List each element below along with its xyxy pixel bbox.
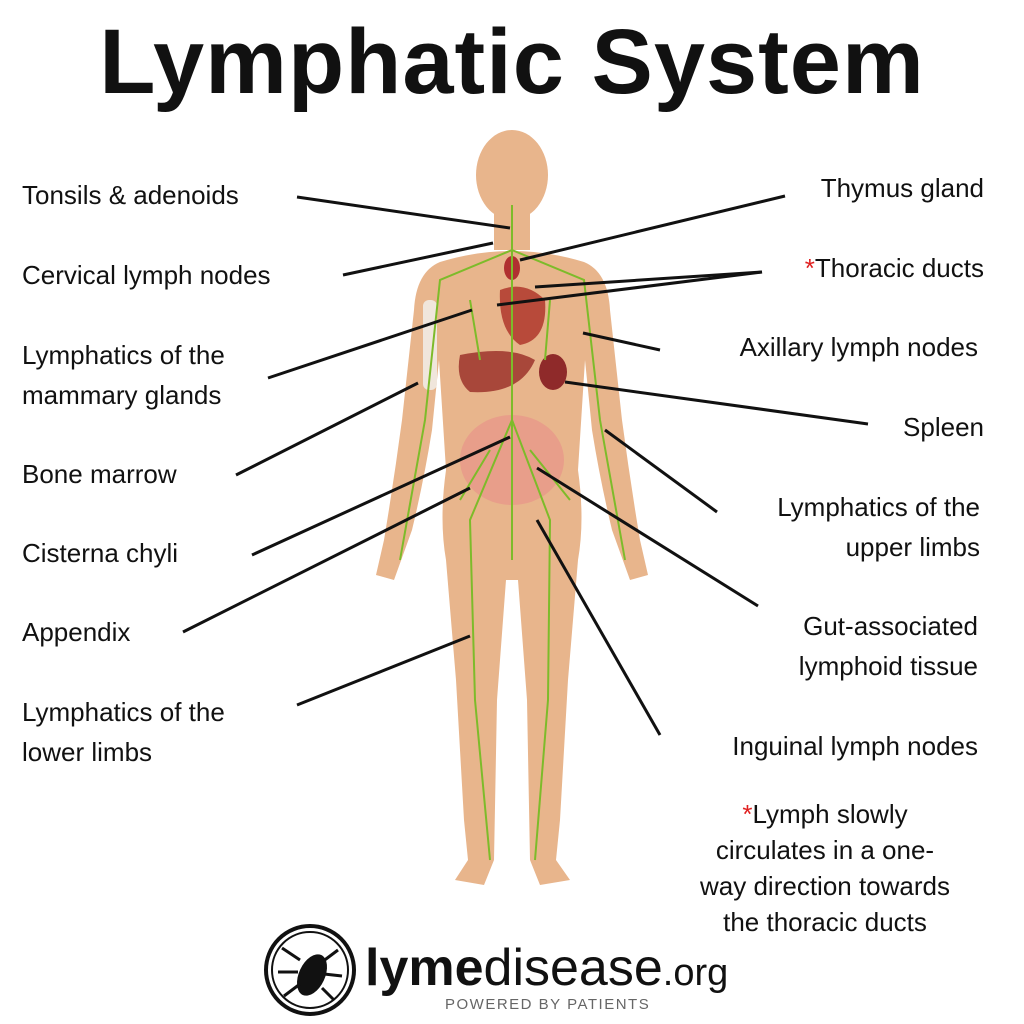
- liver-shape: [458, 351, 535, 393]
- label-bone-marrow: Bone marrow: [22, 459, 177, 489]
- page-title: Lymphatic System: [99, 11, 925, 113]
- line-gut: [536, 466, 759, 608]
- footnote-text: Lymph slowly: [752, 799, 908, 829]
- tick-logo-icon: [264, 924, 356, 1016]
- logo: lymedisease.org: [365, 940, 728, 1001]
- line-lower-limbs: [296, 634, 471, 707]
- logo-tld: .org: [662, 952, 729, 994]
- label-axillary: Axillary lymph nodes: [739, 332, 978, 362]
- line-cisterna: [251, 435, 511, 557]
- line-thymus: [519, 194, 786, 262]
- line-bone-marrow: [235, 381, 419, 477]
- label-spleen: Spleen: [903, 412, 984, 442]
- line-thoracic-1: [534, 270, 763, 289]
- label-lower-line1: Lymphatics of the: [22, 697, 225, 727]
- label-cervical: Cervical lymph nodes: [22, 260, 271, 290]
- line-inguinal: [535, 519, 662, 736]
- logo-tagline: POWERED BY PATIENTS: [445, 996, 651, 1013]
- label-thoracic: *Thoracic ducts: [805, 248, 984, 288]
- logo-light: disease: [483, 939, 663, 997]
- footnote-line4: the thoracic ducts: [723, 907, 927, 937]
- body-silhouette: [376, 130, 648, 885]
- label-gut: Gut-associated lymphoid tissue: [799, 606, 978, 686]
- label-lower-line2: lower limbs: [22, 737, 153, 767]
- label-upper-line2: upper limbs: [845, 532, 980, 562]
- leader-lines: [182, 194, 869, 736]
- line-thoracic-2: [496, 270, 763, 307]
- spleen-shape: [539, 354, 567, 390]
- line-mammary: [267, 308, 473, 380]
- line-appendix: [182, 486, 471, 634]
- label-thoracic-text: Thoracic ducts: [814, 253, 984, 283]
- label-lower-limbs: Lymphatics of the lower limbs: [22, 692, 225, 772]
- line-axillary: [582, 331, 661, 352]
- asterisk: *: [742, 799, 753, 829]
- footnote-line2: circulates in a one-: [715, 835, 935, 865]
- asterisk: *: [804, 253, 815, 283]
- label-upper-line1: Lymphatics of the: [777, 492, 980, 522]
- line-cervical: [342, 241, 494, 277]
- footnote-line1: *Lymph slowly: [665, 796, 985, 832]
- label-gut-line1: Gut-associated: [803, 611, 978, 641]
- label-cisterna: Cisterna chyli: [22, 538, 179, 568]
- logo-bold: lyme: [365, 939, 484, 997]
- label-thymus: Thymus gland: [820, 173, 984, 203]
- footnote-line3: way direction towards: [700, 871, 950, 901]
- line-spleen: [564, 380, 869, 426]
- line-upper-limbs: [604, 428, 718, 514]
- label-upper-limbs: Lymphatics of the upper limbs: [777, 487, 980, 567]
- label-appendix: Appendix: [22, 617, 131, 647]
- label-inguinal: Inguinal lymph nodes: [732, 731, 978, 761]
- label-mammary-line1: Lymphatics of the: [22, 340, 225, 370]
- label-gut-line2: lymphoid tissue: [798, 651, 978, 681]
- label-mammary-line2: mammary glands: [22, 380, 222, 410]
- label-mammary: Lymphatics of the mammary glands: [22, 335, 225, 415]
- line-tonsils: [296, 195, 511, 230]
- label-tonsils: Tonsils & adenoids: [22, 180, 239, 210]
- footnote: *Lymph slowly circulates in a one- way d…: [665, 796, 985, 940]
